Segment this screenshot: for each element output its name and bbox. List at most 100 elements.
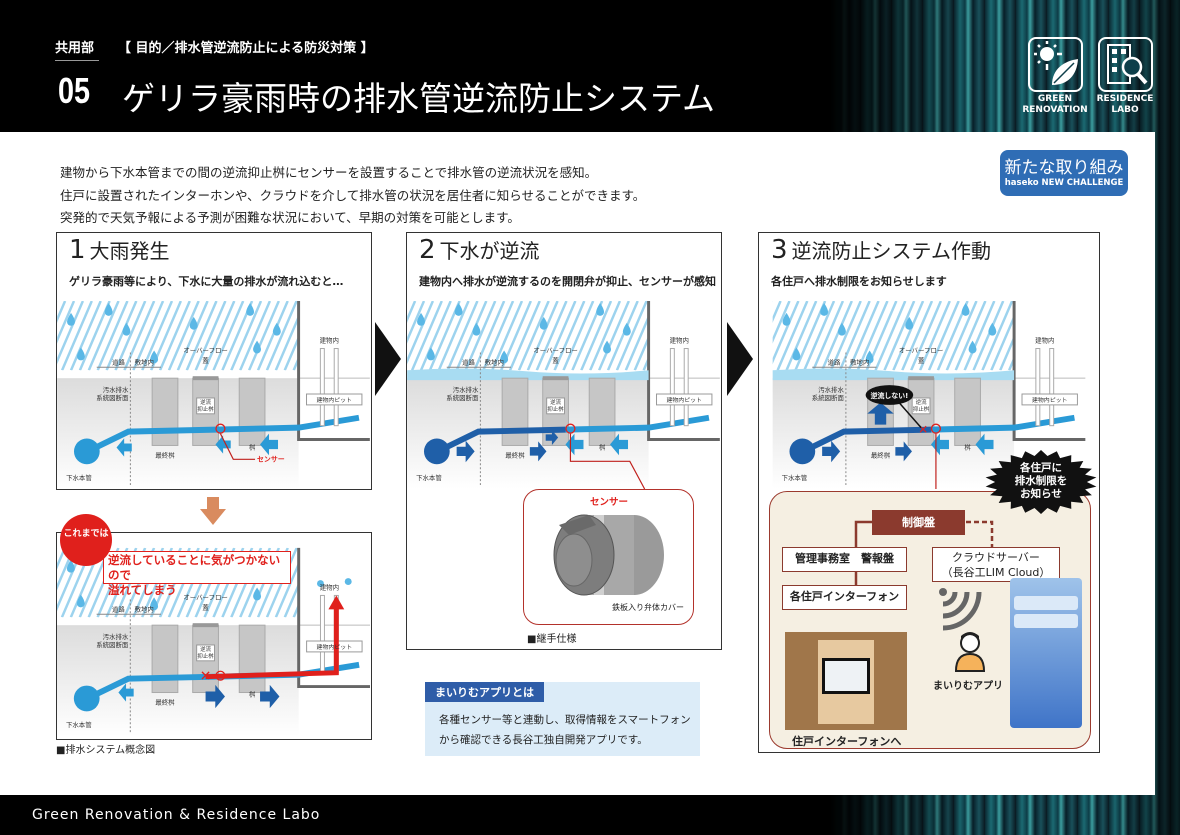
page-title: ゲリラ豪雨時の排水管逆流防止システム	[122, 79, 716, 118]
flow-arrow-icon	[456, 440, 475, 463]
raindrop-icon	[253, 340, 261, 354]
rain-streak	[580, 301, 613, 371]
overflow-up-arrow-icon	[328, 595, 345, 610]
rain-streak	[772, 301, 791, 344]
raindrop-icon	[603, 340, 611, 354]
final-pit	[151, 624, 179, 694]
control-panel-box: 制御盤	[872, 510, 965, 535]
building-pipe	[319, 594, 325, 674]
check-label-box	[546, 397, 565, 415]
flow-arrow-icon	[260, 433, 279, 456]
raindrop-icon	[961, 302, 970, 316]
check-pit-label: 抑止桝	[197, 652, 214, 660]
section-label: 系統図断面	[812, 393, 845, 402]
raindrop-icon	[122, 322, 131, 336]
before-panel: 道路敷地内オーバーフロー蓋汚水排水系統図断面逆流抑止桝最終桝桝下水本管建物内建物…	[56, 532, 372, 740]
rain-streak	[553, 301, 586, 371]
raindrop-icon	[837, 322, 846, 336]
rain-streak	[57, 301, 76, 344]
step-lead: 建物内へ排水が逆流するのを開閉弁が抑止、センサーが感知	[419, 275, 716, 288]
rain-streak	[265, 301, 298, 371]
sewer-pipe	[805, 426, 932, 453]
raindrop-icon	[454, 302, 463, 316]
rain-streak	[562, 301, 595, 371]
building-pipe	[1049, 348, 1055, 427]
sewer-pipe	[90, 426, 216, 453]
raindrop-icon	[905, 316, 914, 330]
divider	[55, 60, 99, 61]
rain-streak	[785, 301, 818, 371]
section-label: 汚水排水	[818, 385, 844, 394]
rain-streak	[78, 301, 111, 371]
rain-streak	[829, 301, 862, 371]
rain-streak	[96, 301, 129, 371]
flow-arrow-icon	[205, 684, 225, 709]
building-label: 建物内	[670, 336, 689, 345]
main-sewer-label: 下水本管	[66, 720, 92, 729]
raindrop-icon	[865, 350, 874, 364]
rain-streak	[927, 301, 960, 371]
road-label: 道路	[828, 357, 841, 366]
section-label: 系統図断面	[96, 393, 129, 402]
blocked-diagram: 道路敷地内オーバーフロー蓋汚水排水系統図断面逆流抑止桝最終桝桝下水本管建物内建物…	[772, 301, 1086, 489]
main-sewer-label: 下水本管	[66, 473, 92, 482]
overflow-label: オーバーフロー	[183, 346, 228, 354]
road-label: 道路	[112, 604, 125, 613]
building-pipe	[1035, 348, 1041, 427]
rain-streak	[803, 301, 836, 371]
rain-streak	[954, 301, 987, 371]
intercom-caption: 住戸インターフォンへ	[792, 735, 902, 748]
raindrop-icon	[968, 340, 977, 354]
drainage-diagram: 道路敷地内オーバーフロー蓋汚水排水系統図断面逆流抑止桝最終桝桝下水本管建物内建物…	[57, 301, 370, 489]
check-pit-label: 抑止桝	[913, 405, 930, 413]
drain-pipe	[930, 414, 1075, 433]
sensor-leader	[219, 433, 256, 460]
road-label: 道路	[462, 357, 475, 366]
final-pit-label: 最終桝	[155, 697, 175, 706]
section-number: 05	[58, 70, 91, 111]
raindrop-icon	[189, 316, 198, 330]
rain-streak	[176, 301, 209, 371]
rain-streak	[990, 314, 1015, 371]
raindrop-icon	[596, 302, 605, 316]
rain-streak	[918, 301, 951, 371]
sensor-label: センサー	[590, 497, 629, 508]
rain-streak	[633, 334, 649, 371]
pit	[238, 624, 266, 694]
notification-burst	[985, 450, 1097, 514]
smartphone-notification-image	[1010, 578, 1082, 728]
main-sewer	[789, 438, 816, 465]
building-wall	[647, 301, 720, 442]
sensor-label: センサー	[257, 455, 285, 463]
rain-streak	[230, 301, 263, 371]
rain-streak	[407, 301, 435, 365]
before-badge: これまでは	[60, 514, 112, 566]
raindrop-icon	[539, 316, 548, 330]
site-label: 敷地内	[850, 357, 869, 366]
rain-streak	[194, 301, 227, 371]
raindrop-icon	[426, 347, 435, 361]
category-label: 共用部	[55, 41, 95, 56]
overflow-lid	[908, 376, 934, 381]
building-pit-label: 建物内ピット	[1032, 396, 1068, 404]
building-pipe	[333, 348, 339, 427]
main-sewer	[423, 438, 450, 465]
no-backflow-bubble	[865, 385, 914, 405]
building-pit-label: 建物内ピット	[316, 396, 352, 404]
raindrop-icon	[500, 350, 509, 364]
flow-arrow-icon	[529, 441, 547, 462]
pit	[954, 377, 981, 446]
rain-streak	[69, 301, 102, 371]
bubble-pointer	[898, 402, 922, 429]
final-pit	[501, 377, 529, 446]
check-pit-label: 逆流	[550, 398, 561, 406]
rain-streak	[508, 301, 541, 371]
pit-label-box	[1021, 393, 1078, 406]
backflow-red-line	[205, 607, 339, 680]
overflow-lid-label: 蓋	[918, 355, 925, 364]
sewer-pipe	[440, 426, 566, 453]
diagram-caption: ■排水システム概念図	[56, 745, 156, 756]
raindrop-icon	[67, 312, 75, 326]
